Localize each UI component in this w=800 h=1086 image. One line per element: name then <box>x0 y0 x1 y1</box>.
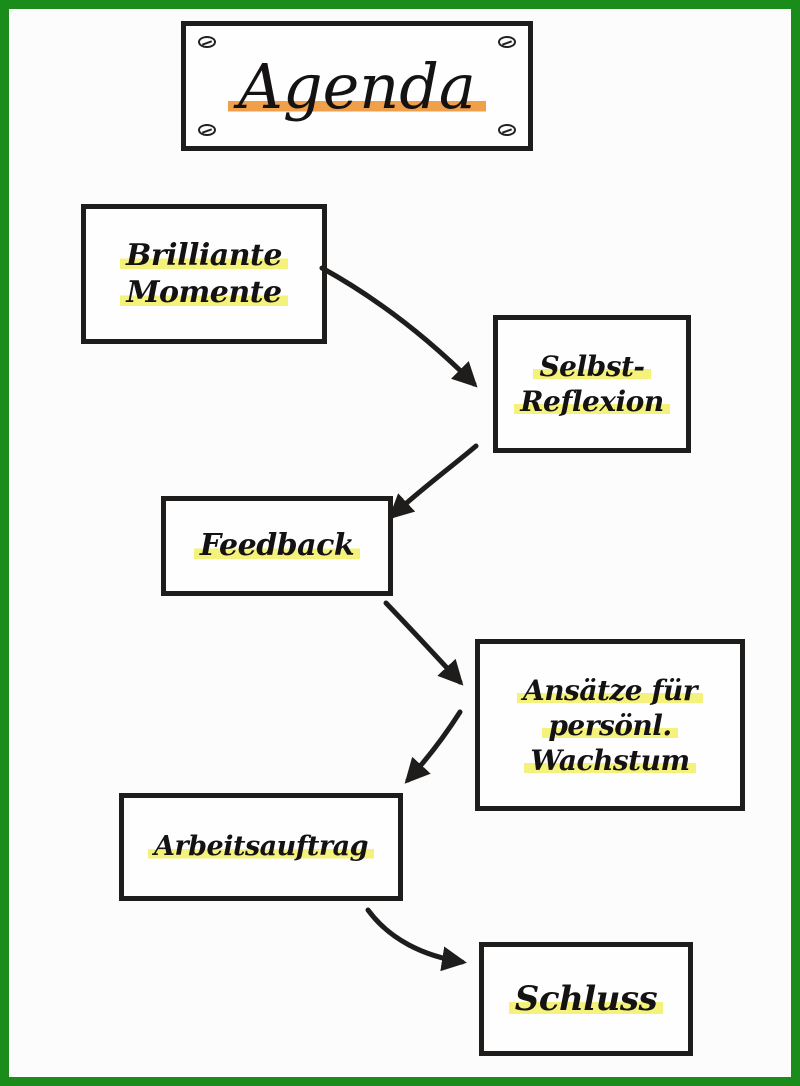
step-line: Wachstum <box>524 743 696 777</box>
step-box-ansaetze-wachstum: Ansätze für persönl. Wachstum <box>475 639 745 811</box>
step-line: Arbeitsauftrag <box>148 831 374 863</box>
arrow-5 <box>365 907 467 972</box>
screw-icon <box>198 124 216 136</box>
title-box: Agenda <box>181 21 533 151</box>
step-line: Ansätze für <box>516 673 704 707</box>
step-line: Selbst- <box>533 350 651 383</box>
page-title: Agenda <box>228 49 486 123</box>
step-line: Reflexion <box>514 385 670 418</box>
step-box-selbst-reflexion: Selbst- Reflexion <box>493 315 691 453</box>
step-box-feedback: Feedback <box>161 496 393 596</box>
step-line: Brilliante <box>120 237 288 273</box>
step-line: persönl. <box>542 708 678 742</box>
step-box-schluss: Schluss <box>479 942 693 1056</box>
screw-icon <box>498 124 516 136</box>
step-box-brilliante-momente: Brilliante Momente <box>81 204 327 344</box>
arrow-4 <box>404 709 463 784</box>
step-box-arbeitsauftrag: Arbeitsauftrag <box>119 793 403 901</box>
step-line: Momente <box>120 275 288 310</box>
step-line: Feedback <box>193 528 361 564</box>
arrow-1 <box>319 265 478 388</box>
arrow-2 <box>388 443 479 520</box>
screw-icon <box>498 36 516 48</box>
step-line: Schluss <box>508 978 664 1019</box>
arrow-3 <box>383 600 464 686</box>
screw-icon <box>198 36 216 48</box>
